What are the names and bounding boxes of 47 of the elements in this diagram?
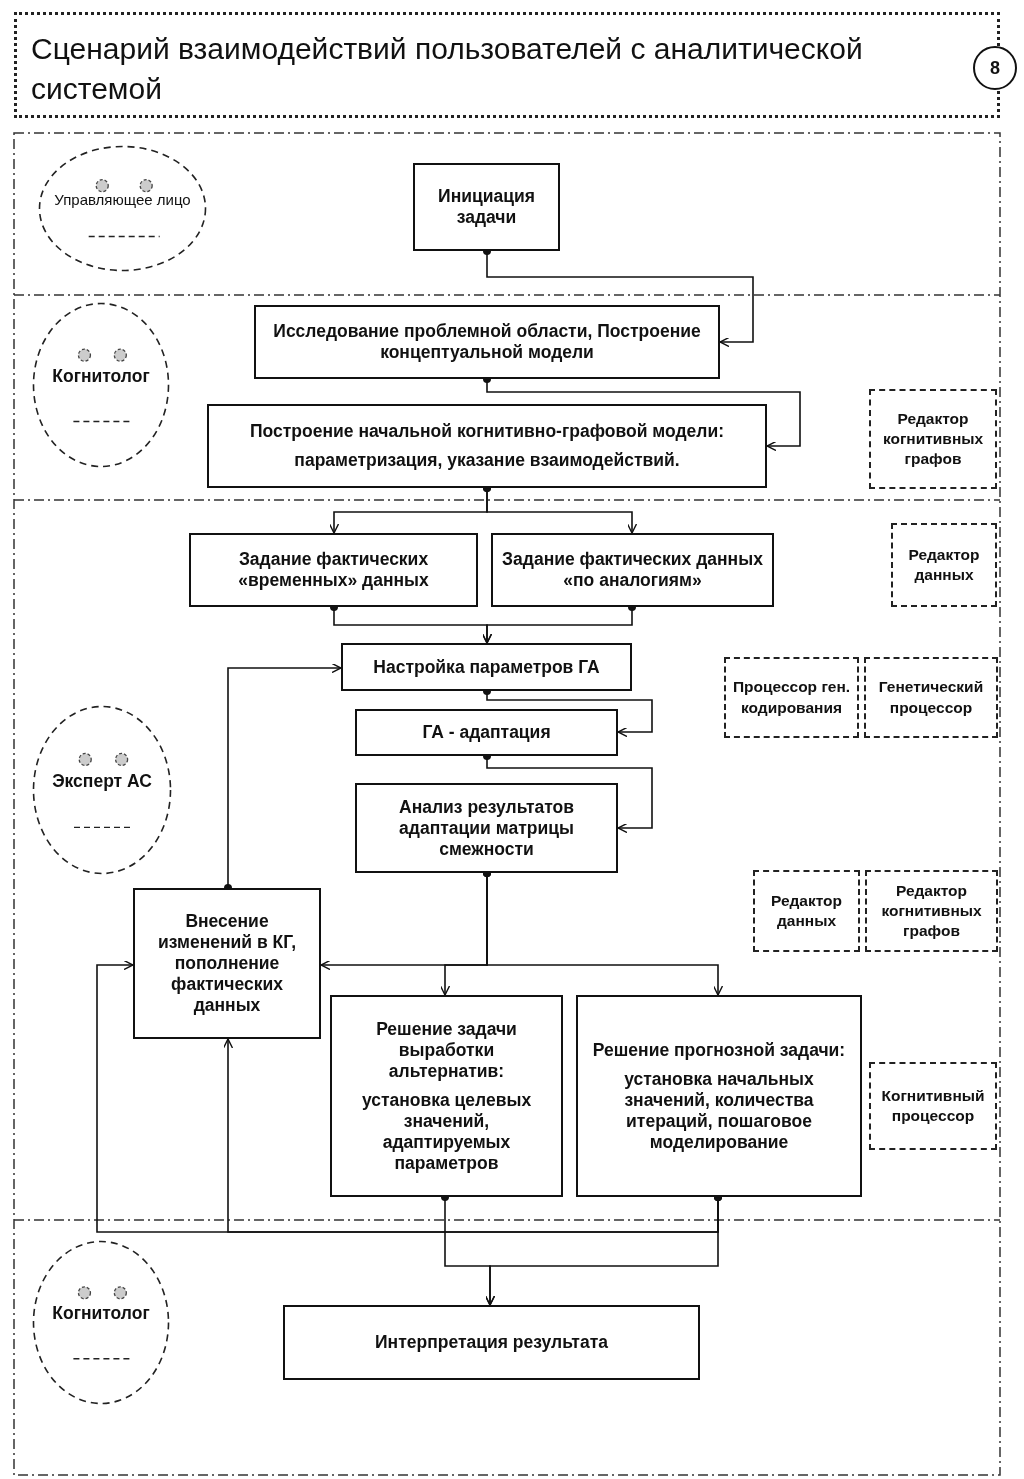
step-title: Исследование проблемной области, Построение концептуальной модели xyxy=(272,321,702,363)
process-box xyxy=(330,995,563,1197)
process-box xyxy=(254,305,720,379)
process-box xyxy=(189,533,478,607)
tool-box xyxy=(865,870,998,952)
process-box xyxy=(133,888,321,1039)
tool-name: Редактор когнитивных графов xyxy=(881,408,985,470)
page-number: 8 xyxy=(973,46,1017,90)
tool-box xyxy=(869,1062,997,1150)
step-title: Задание фактических данных «по аналогиям» xyxy=(501,549,764,591)
tool-box xyxy=(724,657,859,738)
step-title: Настройка параметров ГА xyxy=(373,656,600,678)
process-box xyxy=(355,783,618,873)
step-title: Решение прогнозной задачи: xyxy=(592,1039,846,1061)
step-detail: установка целевых значений, адаптируемых параметров xyxy=(360,1089,533,1174)
process-box xyxy=(491,533,774,607)
tool-name: Когнитивный процессор xyxy=(880,1085,986,1126)
tool-box xyxy=(869,389,997,489)
process-box xyxy=(207,404,767,488)
step-title: Анализ результатов адаптации матрицы смежности xyxy=(398,796,575,860)
step-title: Внесение изменений в КГ, пополнение фактических данных xyxy=(156,911,298,1016)
process-box xyxy=(576,995,862,1197)
process-box xyxy=(341,643,632,691)
step-title: Интерпретация результата xyxy=(375,1332,608,1353)
process-box xyxy=(413,163,560,251)
tool-name: Редактор данных xyxy=(907,544,981,585)
role-name: Когнитолог xyxy=(51,1303,151,1325)
tool-box xyxy=(891,523,997,607)
tool-name: Редактор когнитивных графов xyxy=(880,880,983,942)
step-title: Инициация задачи xyxy=(437,186,536,228)
tool-name: Процессор ген. кодирования xyxy=(731,677,852,718)
process-box xyxy=(355,709,618,756)
title: Сценарий взаимодействий пользователей с аналитической системой xyxy=(31,31,864,107)
tool-box xyxy=(864,657,998,738)
tool-box xyxy=(753,870,860,952)
step-title: Решение задачи выработки альтернатив: xyxy=(375,1018,518,1082)
step-title: Задание фактических «временных» данных xyxy=(237,549,430,591)
step-title: Построение начальной когнитивно-графовой модели: xyxy=(250,421,724,442)
step-detail: параметризация, указание взаимодействий. xyxy=(294,450,680,471)
tool-name: Редактор данных xyxy=(769,890,844,931)
process-box xyxy=(283,1305,700,1380)
step-detail: установка начальных значений, количества итераций, пошаговое моделирование xyxy=(623,1068,815,1153)
role-name: Управляющее лицо xyxy=(53,191,192,210)
step-title: ГА - адаптация xyxy=(422,722,551,743)
tool-name: Генетический процессор xyxy=(877,677,985,718)
role-name: Когнитолог xyxy=(51,365,151,387)
role-name: Эксперт АС xyxy=(51,770,153,792)
